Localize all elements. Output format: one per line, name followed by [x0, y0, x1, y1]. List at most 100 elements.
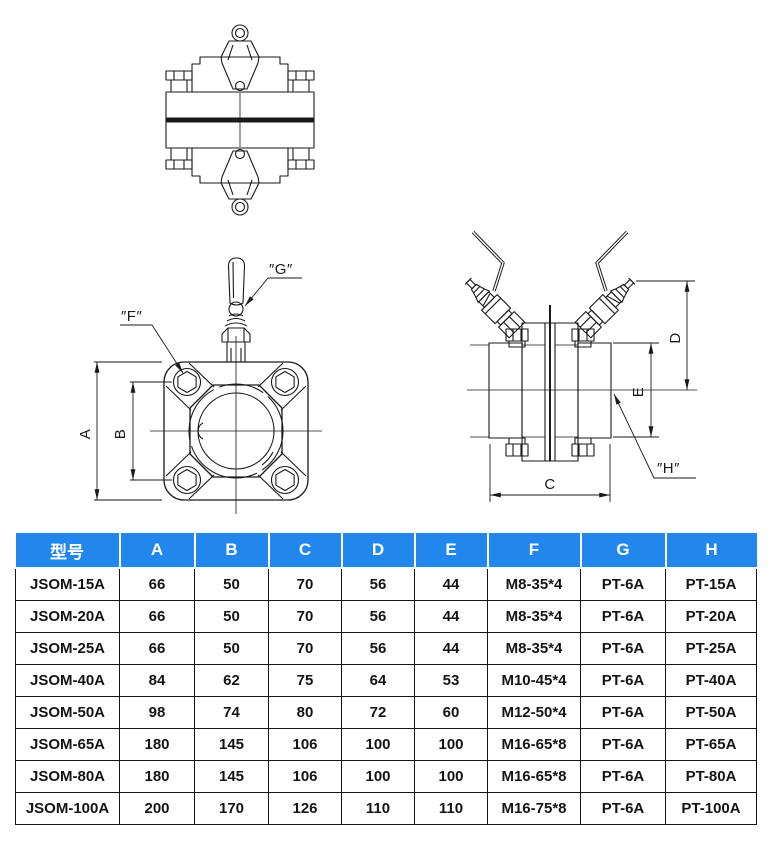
column-header-5: E: [413, 533, 488, 569]
table-cell: PT-40A: [665, 664, 757, 697]
corner-bolt: [270, 465, 300, 495]
table-cell: M8-35*4: [487, 600, 581, 633]
table-cell: PT-20A: [665, 600, 757, 633]
table-cell: 80: [268, 696, 342, 729]
table-cell: PT-50A: [665, 696, 757, 729]
side-view-drawing: D E C ″H″: [464, 230, 697, 502]
table-cell: 70: [268, 567, 342, 601]
callout-f: ″F″: [120, 308, 184, 374]
table-cell: PT-6A: [580, 632, 666, 665]
front-view-drawing: A B ″F″ ″G″: [77, 257, 322, 514]
dimension-e: E: [613, 342, 659, 438]
top-view-drawing: [165, 24, 315, 216]
table-cell: 98: [119, 696, 195, 729]
table-cell: 70: [268, 600, 342, 633]
callout-h-label: ″H″: [657, 460, 680, 477]
table-cell: PT-6A: [580, 567, 666, 601]
table-cell: 110: [341, 792, 415, 825]
callout-h: ″H″: [613, 393, 696, 479]
table-cell: PT-15A: [665, 567, 757, 601]
table-cell: 75: [268, 664, 342, 697]
table-cell: JSOM-100A: [15, 792, 120, 825]
corner-bolt: [270, 367, 300, 397]
table-cell: PT-100A: [665, 792, 757, 825]
table-cell: 44: [414, 632, 488, 665]
table-cell: 50: [194, 632, 269, 665]
callout-f-label: ″F″: [121, 308, 142, 325]
table-cell: M12-50*4: [487, 696, 581, 729]
front-valve: [221, 257, 251, 362]
table-cell: PT-6A: [580, 792, 666, 825]
table-cell: 170: [194, 792, 269, 825]
table-cell: PT-6A: [580, 696, 666, 729]
table-cell: 106: [268, 760, 342, 793]
table-cell: 84: [119, 664, 195, 697]
table-cell: 100: [414, 728, 488, 761]
table-cell: 66: [119, 600, 195, 633]
centerlines: [150, 336, 322, 514]
table-cell: 100: [341, 760, 415, 793]
dim-d-label: D: [667, 332, 684, 343]
column-header-2: B: [193, 533, 269, 569]
table-cell: M16-65*8: [487, 760, 581, 793]
table-cell: 180: [119, 728, 195, 761]
table-cell: JSOM-20A: [15, 600, 120, 633]
table-cell: 50: [194, 567, 269, 601]
table-cell: JSOM-15A: [15, 567, 120, 601]
table-cell: M8-35*4: [487, 567, 581, 601]
table-cell: 50: [194, 600, 269, 633]
corner-bolt: [172, 465, 202, 495]
valve-levers: [471, 230, 629, 292]
table-cell: M10-45*4: [487, 664, 581, 697]
table-cell: 145: [194, 760, 269, 793]
table-cell: 200: [119, 792, 195, 825]
column-header-3: C: [267, 533, 342, 569]
table-cell: 145: [194, 728, 269, 761]
table-cell: PT-65A: [665, 728, 757, 761]
dimension-b: B: [112, 381, 172, 481]
table-cell: 60: [414, 696, 488, 729]
column-header-8: H: [664, 533, 757, 569]
dim-a-label: A: [77, 429, 94, 440]
table-cell: 72: [341, 696, 415, 729]
table-cell: 53: [414, 664, 488, 697]
table-cell: JSOM-80A: [15, 760, 120, 793]
table-cell: M16-65*8: [487, 728, 581, 761]
table-cell: 44: [414, 600, 488, 633]
dimension-d: D: [636, 280, 695, 390]
dim-c-label: C: [544, 476, 555, 493]
table-cell: JSOM-40A: [15, 664, 120, 697]
dim-e-label: E: [630, 387, 647, 398]
table-cell: 106: [268, 728, 342, 761]
table-cell: 74: [194, 696, 269, 729]
callout-g: ″G″: [244, 261, 302, 307]
table-cell: 126: [268, 792, 342, 825]
table-cell: 180: [119, 760, 195, 793]
table-cell: 56: [341, 600, 415, 633]
corner-bolt: [172, 367, 202, 397]
dim-b-label: B: [112, 429, 129, 440]
table-cell: PT-6A: [580, 760, 666, 793]
table-cell: PT-6A: [580, 728, 666, 761]
table-cell: PT-6A: [580, 600, 666, 633]
column-header-1: A: [118, 533, 195, 569]
column-header-4: D: [340, 533, 415, 569]
table-cell: 100: [414, 760, 488, 793]
left-valve: [464, 277, 526, 339]
table-cell: PT-6A: [580, 664, 666, 697]
dimension-c: C: [489, 444, 611, 502]
table-cell: JSOM-65A: [15, 728, 120, 761]
table-cell: 100: [341, 728, 415, 761]
